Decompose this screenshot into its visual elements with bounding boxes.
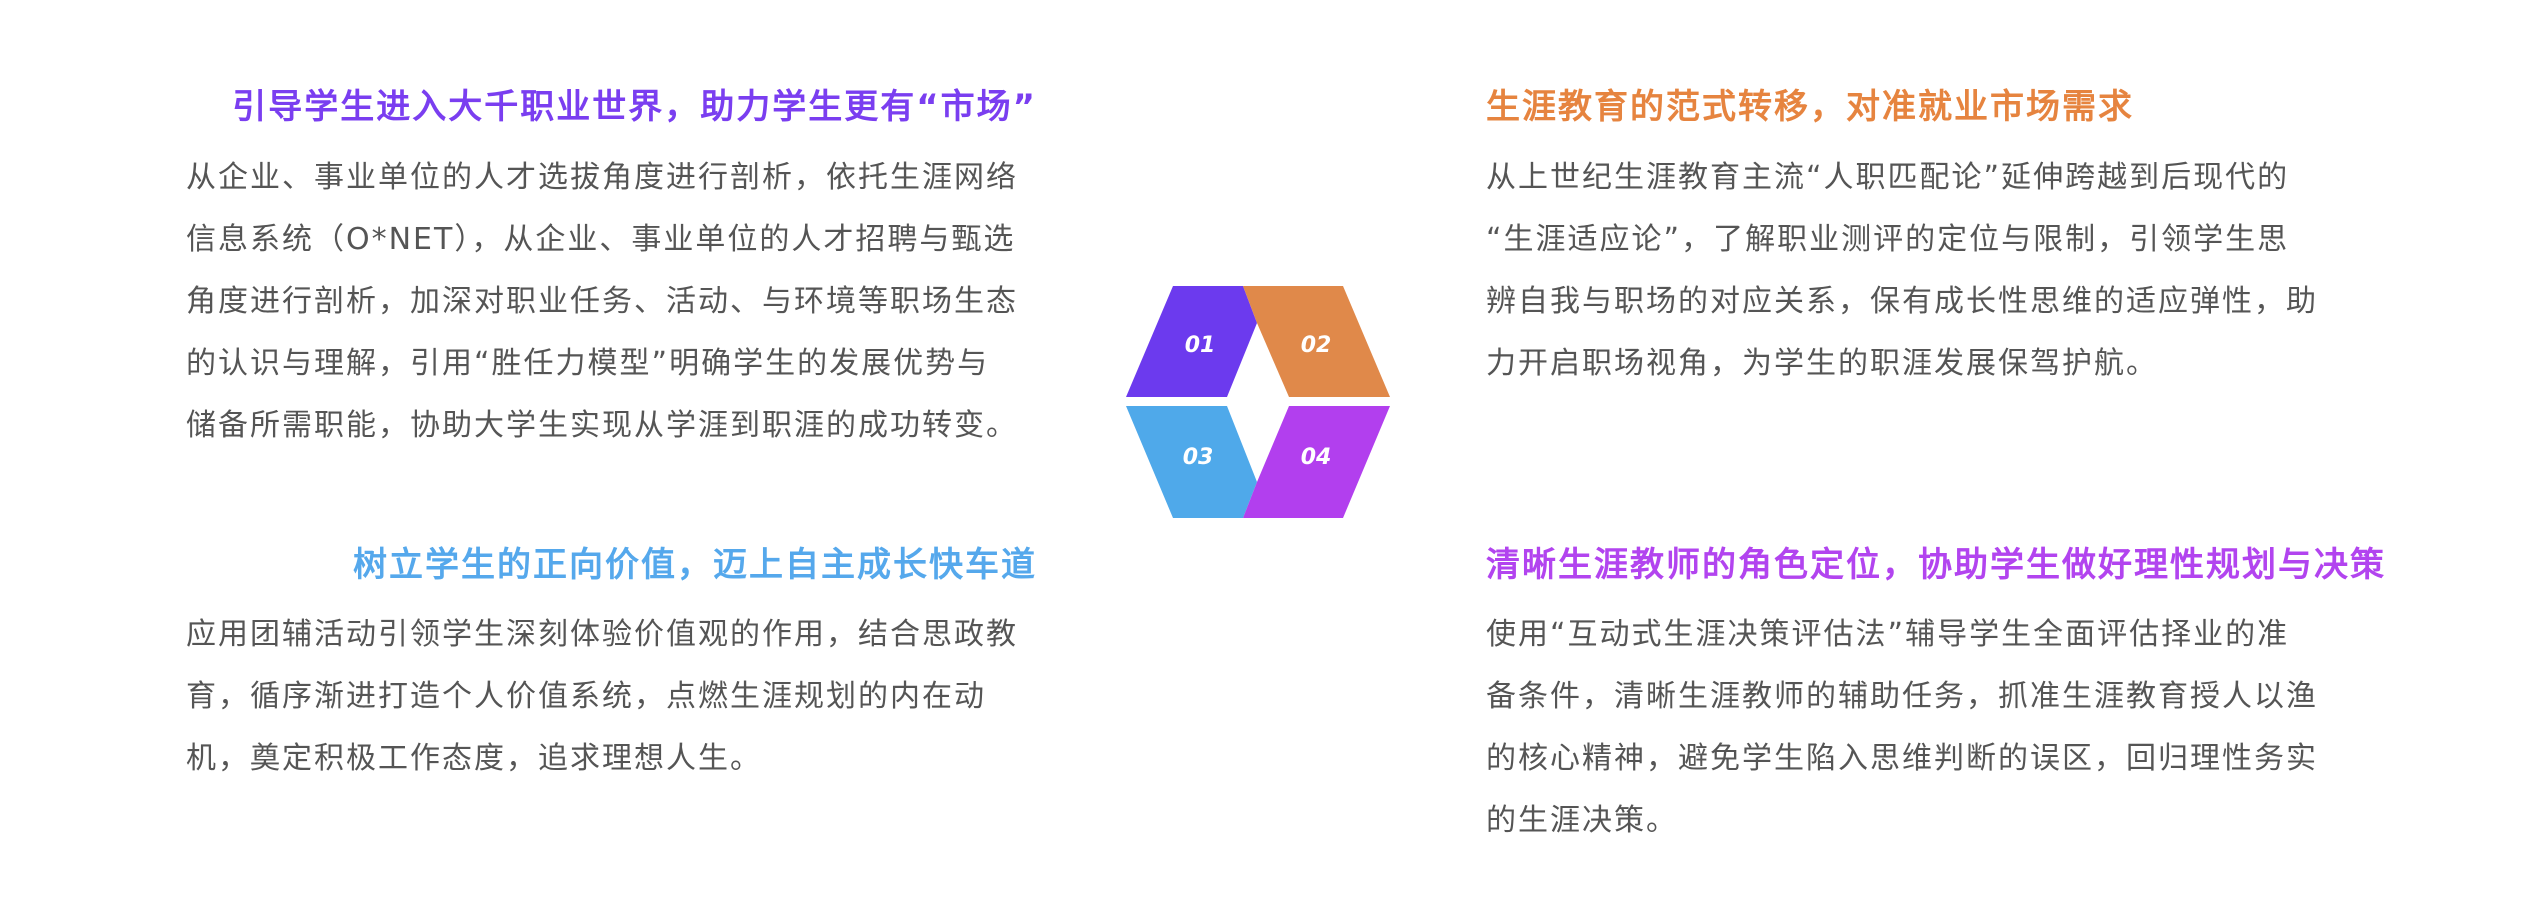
hexagon-segment-02: [1243, 286, 1390, 397]
section-1-line: 信息系统（O*NET），从企业、事业单位的人才招聘与甄选: [186, 222, 1016, 257]
section-3-line: 育，循序渐进打造个人价值系统，点燃生涯规划的内在动: [186, 679, 986, 714]
hexagon-label-01: 01: [1185, 333, 1216, 358]
hexagon-segment-04: [1243, 406, 1390, 518]
hexagon-segment-03: [1126, 406, 1257, 518]
section-3-line: 应用团辅活动引领学生深刻体验价值观的作用，结合思政教: [186, 617, 1018, 652]
section-2-line: “生涯适应论”，了解职业测评的定位与限制，引领学生思: [1486, 222, 2290, 257]
section-4-line: 使用“互动式生涯决策评估法”辅导学生全面评估择业的准: [1486, 617, 2290, 652]
section-4-line: 的生涯决策。: [1486, 803, 1678, 838]
section-4-line: 的核心精神，避免学生陷入思维判断的误区，回归理性务实: [1486, 741, 2318, 776]
section-1-line: 的认识与理解，引用“胜任力模型”明确学生的发展优势与: [186, 346, 990, 381]
section-1-line: 储备所需职能，协助大学生实现从学涯到职涯的成功转变。: [186, 408, 1018, 443]
hexagon-graphic: 01 02 03 04: [1126, 286, 1390, 518]
hexagon-segment-01: [1126, 286, 1257, 397]
section-1-body: 从企业、事业单位的人才选拔角度进行剖析，依托生涯网络 信息系统（O*NET），从…: [186, 147, 1018, 457]
section-3-title: 树立学生的正向价值，迈上自主成长快车道: [353, 545, 1037, 585]
section-3-body: 应用团辅活动引领学生深刻体验价值观的作用，结合思政教 育，循序渐进打造个人价值系…: [186, 604, 1018, 790]
section-2-line: 辨自我与职场的对应关系，保有成长性思维的适应弹性，助: [1486, 284, 2318, 319]
section-2-line: 从上世纪生涯教育主流“人职匹配论”延伸跨越到后现代的: [1486, 160, 2290, 195]
section-1-title: 引导学生进入大千职业世界，助力学生更有“市场”: [232, 87, 1037, 127]
hexagon-label-04: 04: [1301, 445, 1332, 470]
section-1-line: 角度进行剖析，加深对职业任务、活动、与环境等职场生态: [186, 284, 1018, 319]
section-4-body: 使用“互动式生涯决策评估法”辅导学生全面评估择业的准 备条件，清晰生涯教师的辅助…: [1486, 604, 2318, 852]
section-3-line: 机，奠定积极工作态度，追求理想人生。: [186, 741, 762, 776]
section-1-line: 从企业、事业单位的人才选拔角度进行剖析，依托生涯网络: [186, 160, 1018, 195]
hexagon-label-02: 02: [1301, 333, 1332, 358]
section-4-title: 清晰生涯教师的角色定位，协助学生做好理性规划与决策: [1486, 545, 2386, 585]
hexagon-label-03: 03: [1183, 445, 1214, 470]
section-2-body: 从上世纪生涯教育主流“人职匹配论”延伸跨越到后现代的 “生涯适应论”，了解职业测…: [1486, 147, 2318, 395]
section-2-title: 生涯教育的范式转移，对准就业市场需求: [1486, 87, 2134, 127]
section-4-line: 备条件，清晰生涯教师的辅助任务，抓准生涯教育授人以渔: [1486, 679, 2318, 714]
section-2-line: 力开启职场视角，为学生的职涯发展保驾护航。: [1486, 346, 2158, 381]
